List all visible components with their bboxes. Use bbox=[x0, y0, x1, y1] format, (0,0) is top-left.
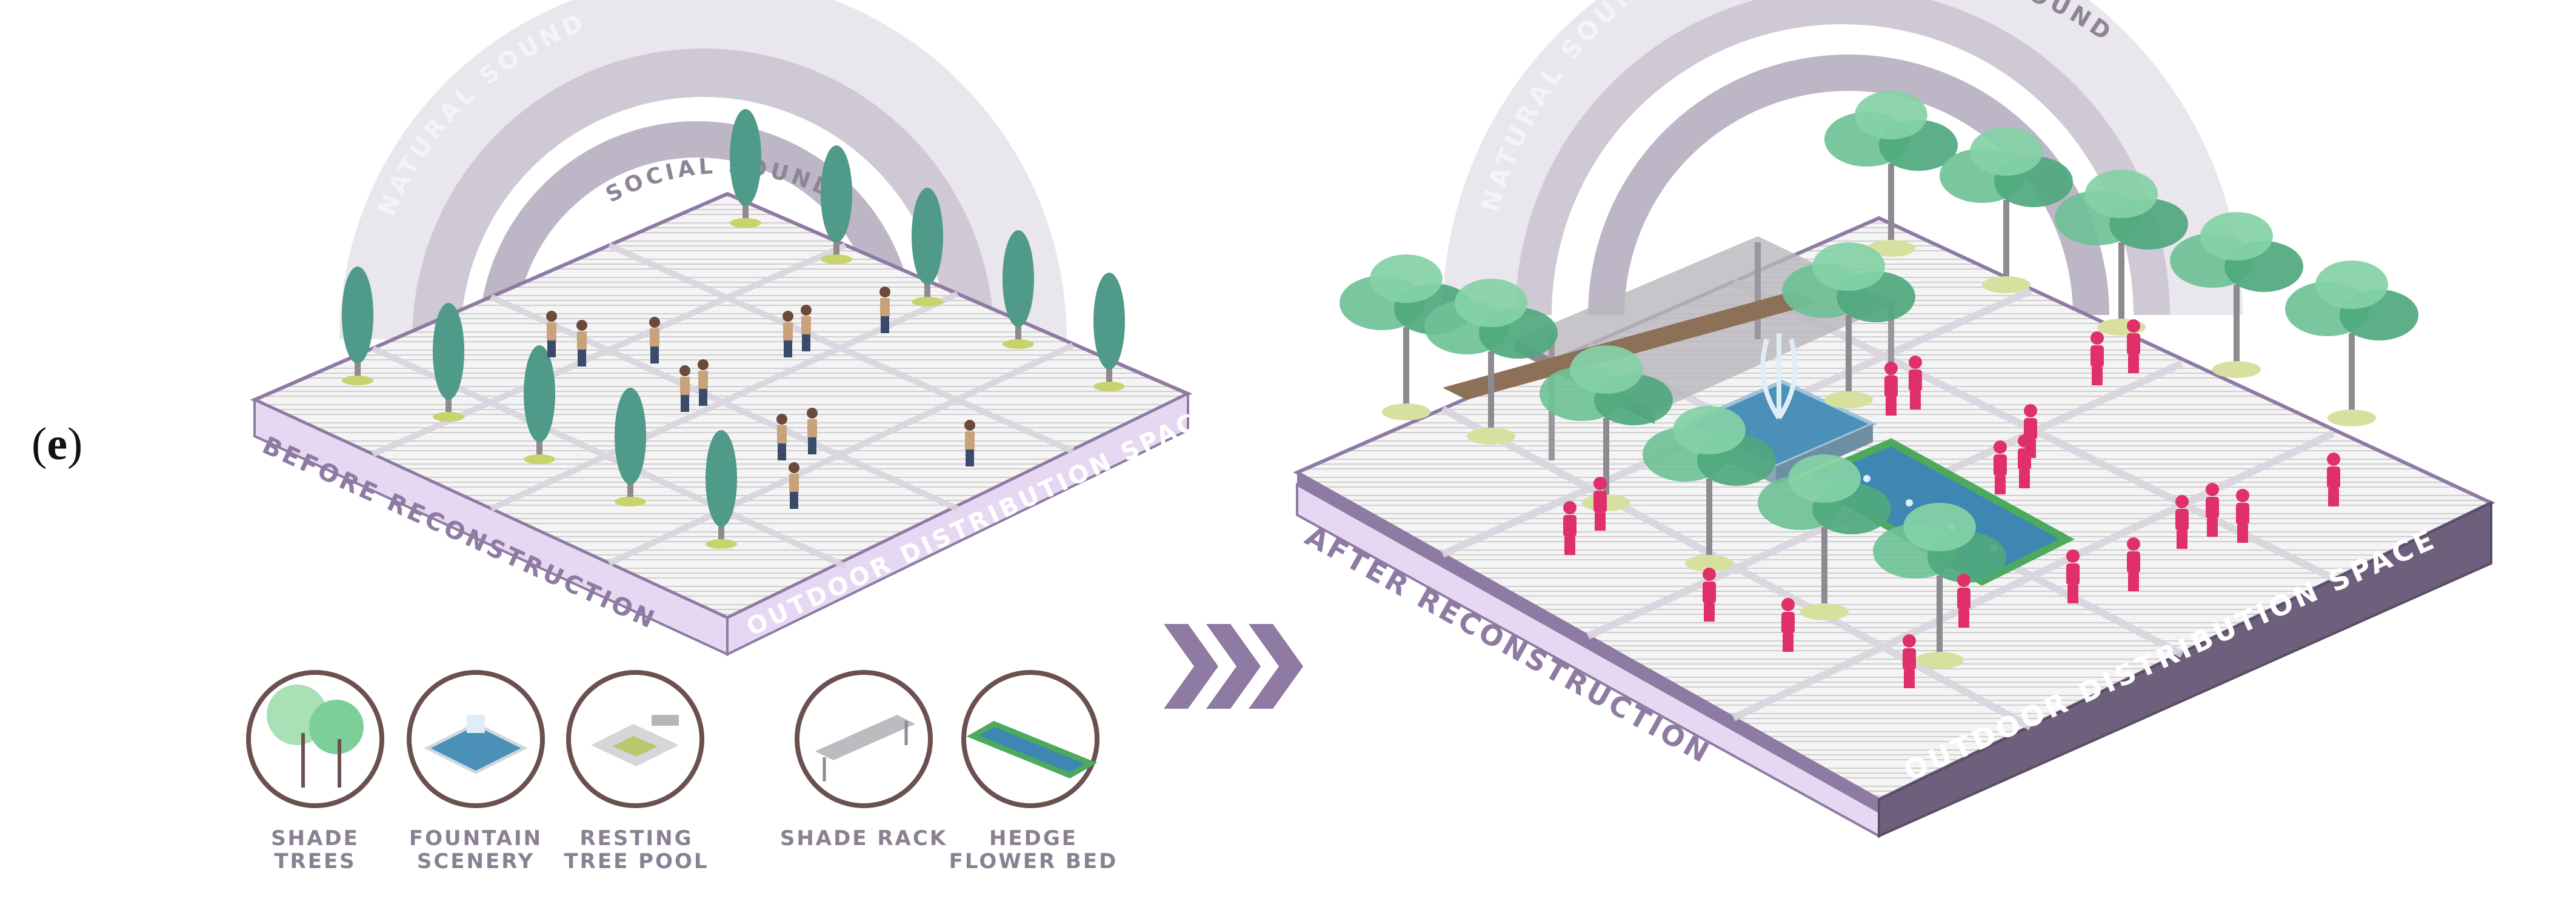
before-people bbox=[546, 287, 975, 509]
shade-tree bbox=[2170, 212, 2303, 378]
legend bbox=[246, 670, 1099, 808]
conifer-tree bbox=[524, 345, 555, 464]
person-figure bbox=[807, 408, 818, 454]
shade-tree bbox=[2285, 260, 2418, 426]
person-figure bbox=[649, 317, 660, 363]
person-figure bbox=[546, 311, 557, 357]
conifer-tree bbox=[730, 109, 761, 228]
person-figure bbox=[2127, 537, 2140, 591]
shade-rack-icon bbox=[795, 670, 933, 808]
person-figure bbox=[698, 359, 709, 406]
shade-tree bbox=[1824, 91, 1958, 257]
fountain-icon bbox=[407, 670, 545, 808]
before-trees bbox=[342, 109, 1125, 549]
person-figure bbox=[2024, 404, 2037, 458]
person-figure bbox=[964, 420, 975, 466]
shade-tree bbox=[1758, 454, 1891, 620]
shade-tree bbox=[1643, 406, 1776, 572]
conifer-tree bbox=[706, 430, 737, 549]
triple-chevron-right-icon bbox=[1164, 624, 1303, 709]
person-figure bbox=[1781, 598, 1795, 652]
long-bench bbox=[1443, 291, 1818, 400]
conifer-tree bbox=[821, 145, 852, 264]
person-figure bbox=[1903, 634, 1916, 688]
before-scene: NATURAL SOUND SOCIAL SOUND BEFO bbox=[250, 0, 1220, 657]
person-figure bbox=[1994, 440, 2007, 494]
person-figure bbox=[2127, 319, 2140, 373]
person-figure bbox=[2327, 453, 2340, 506]
person-figure bbox=[2236, 489, 2249, 543]
shade-tree bbox=[1424, 279, 1558, 445]
person-figure bbox=[2090, 331, 2104, 385]
person-figure bbox=[782, 311, 793, 357]
person-figure bbox=[776, 414, 787, 460]
person-figure bbox=[801, 305, 812, 351]
person-figure bbox=[2066, 549, 2080, 603]
person-figure bbox=[1703, 568, 1716, 622]
person-figure bbox=[789, 462, 799, 509]
hedge-bed-icon bbox=[961, 670, 1099, 808]
shade-tree bbox=[1782, 242, 1915, 408]
person-figure bbox=[679, 365, 690, 412]
person-figure bbox=[1957, 574, 1970, 628]
legend-label-hedge-bed: HEDGE FLOWER BED bbox=[949, 826, 1118, 874]
conifer-tree bbox=[433, 303, 464, 422]
shade-trees-icon bbox=[246, 670, 384, 808]
person-figure bbox=[1909, 356, 1922, 410]
conifer-tree bbox=[342, 267, 373, 385]
legend-label-tree-pool: RESTING TREE POOL bbox=[564, 826, 709, 874]
tree-pool-icon bbox=[566, 670, 704, 808]
panel-label: (e) bbox=[32, 419, 83, 469]
person-figure bbox=[1563, 501, 1577, 555]
after-scene: NATURAL SOUND SOCIAL SOUND bbox=[1293, 0, 2495, 838]
after-trees bbox=[1340, 91, 2418, 669]
conifer-tree bbox=[1003, 230, 1034, 349]
conifer-tree bbox=[912, 188, 943, 307]
person-figure bbox=[576, 320, 587, 367]
before-platform bbox=[250, 191, 1193, 657]
after-people bbox=[1563, 319, 2340, 688]
person-figure bbox=[879, 287, 890, 333]
person-figure bbox=[1593, 477, 1607, 531]
shade-tree bbox=[1940, 127, 2073, 293]
conifer-tree bbox=[615, 388, 646, 506]
person-figure bbox=[2175, 495, 2189, 549]
shade-tree bbox=[2055, 170, 2188, 336]
legend-label-shade-trees: SHADE TREES bbox=[271, 826, 359, 874]
person-figure bbox=[2206, 483, 2219, 537]
shade-tree bbox=[1873, 503, 2006, 669]
conifer-tree bbox=[1093, 273, 1125, 391]
legend-label-fountain: FOUNTAIN SCENERY bbox=[409, 826, 543, 874]
person-figure bbox=[1884, 362, 1898, 416]
legend-label-shade-rack: SHADE RACK bbox=[779, 826, 948, 851]
